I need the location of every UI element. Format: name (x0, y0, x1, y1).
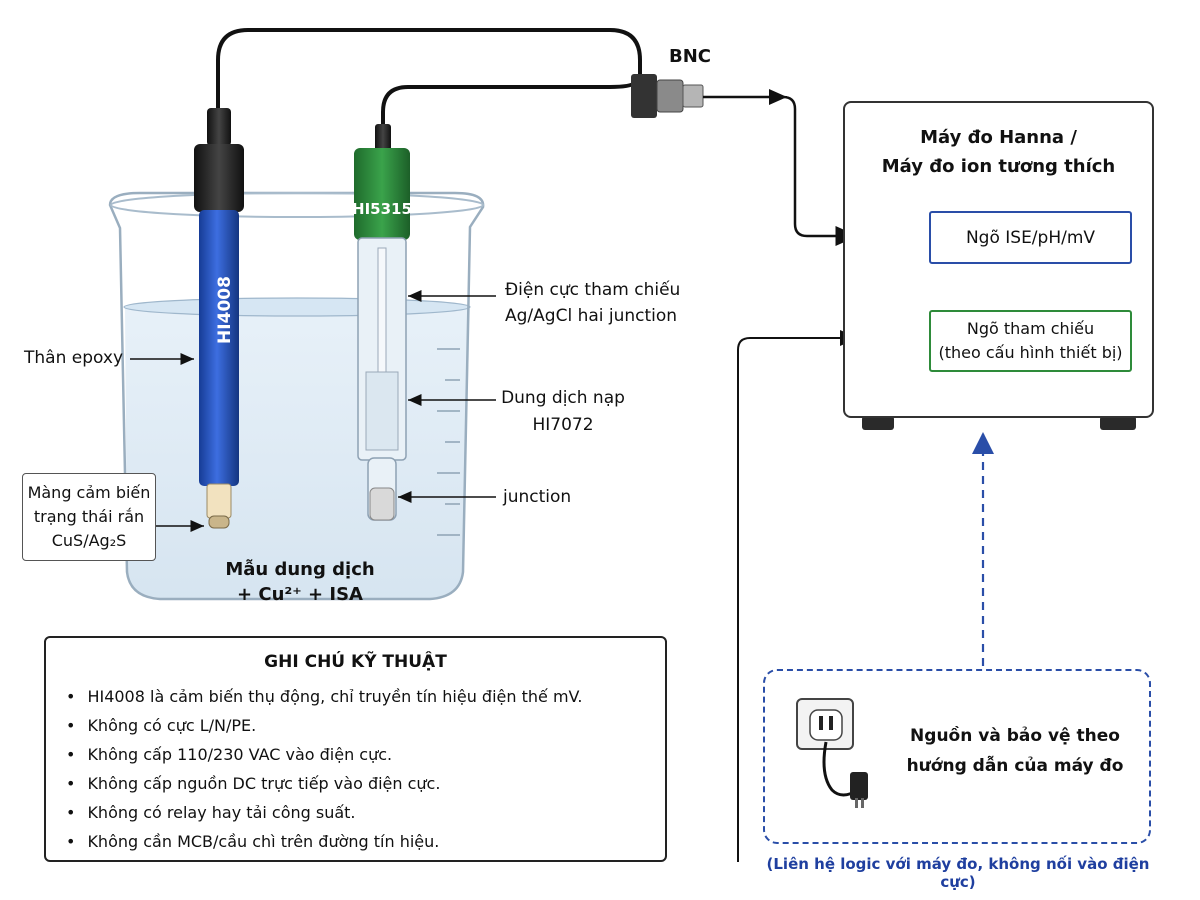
membrane-line1: Màng cảm biến (27, 483, 151, 502)
power-outlet-icon (796, 698, 868, 808)
fill-solution-label: Dung dịch nạp HI7072 (498, 385, 628, 439)
junction-label: junction (503, 487, 572, 507)
power-note: (Liên hệ logic với máy đo, không nối vào… (766, 855, 1150, 891)
fill-solution-line2: HI7072 (532, 415, 594, 435)
notes-list: HI4008 là cảm biến thụ động, chỉ truyền … (66, 682, 583, 856)
technical-notes-box: GHI CHÚ KỸ THUẬT HI4008 là cảm biến thụ … (44, 636, 667, 862)
power-text: Nguồn và bảo vệ theo hướng dẫn của máy đ… (905, 721, 1125, 781)
bnc-connector (631, 74, 704, 118)
sample-label: Mẫu dung dịch + Cu²⁺ + ISA (170, 557, 430, 607)
note-item: Không có relay hay tải công suất. (66, 798, 583, 827)
sample-line1: Mẫu dung dịch (225, 559, 375, 580)
ref-input-line2: (theo cấu hình thiết bị) (938, 343, 1123, 362)
membrane-line3: CuS/Ag₂S (51, 531, 127, 550)
ise-probe-label: HI4008 (215, 276, 235, 344)
meter-box: Máy đo Hanna / Máy đo ion tương thích (843, 101, 1154, 418)
ise-input-box: Ngõ ISE/pH/mV (929, 211, 1132, 264)
ref-cable (381, 80, 638, 126)
meter-title-line1: Máy đo Hanna / (920, 127, 1077, 148)
meter-title: Máy đo Hanna / Máy đo ion tương thích (845, 123, 1152, 181)
note-item: Không cấp 110/230 VAC vào điện cực. (66, 740, 583, 769)
membrane-box: Màng cảm biến trạng thái rắn CuS/Ag₂S (22, 473, 156, 561)
ise-input-label: Ngõ ISE/pH/mV (965, 227, 1096, 248)
fill-solution-line1: Dung dịch nạp (501, 388, 625, 408)
ref-electrode-label: Điện cực tham chiếu Ag/AgCl hai junction (505, 277, 680, 329)
ise-cable (216, 28, 642, 112)
ref-electrode-line1: Điện cực tham chiếu (505, 280, 681, 300)
power-text-line1: Nguồn và bảo vệ theo (910, 726, 1120, 746)
epoxy-body-label: Thân epoxy (24, 348, 124, 368)
sample-line2: + Cu²⁺ + ISA (237, 584, 363, 605)
bnc-label: BNC (669, 46, 711, 67)
membrane-line2: trạng thái rắn (33, 507, 145, 526)
notes-title: GHI CHÚ KỸ THUẬT (264, 652, 447, 672)
ise-probe (194, 108, 244, 529)
beaker (108, 191, 485, 601)
ref-input-line1: Ngõ tham chiếu (966, 319, 1095, 338)
meter-title-line2: Máy đo ion tương thích (881, 156, 1116, 177)
power-box: Nguồn và bảo vệ theo hướng dẫn của máy đ… (763, 669, 1151, 844)
ref-electrode-line2: Ag/AgCl hai junction (505, 306, 678, 326)
note-item: HI4008 là cảm biến thụ động, chỉ truyền … (66, 682, 582, 711)
note-item: Không cần MCB/cầu chì trên đường tín hiệ… (66, 827, 583, 856)
ref-probe (354, 124, 410, 521)
note-item: Không cấp nguồn DC trực tiếp vào điện cự… (66, 769, 583, 798)
power-text-line2: hướng dẫn của máy đo (906, 756, 1124, 776)
note-item: Không có cực L/N/PE. (66, 711, 583, 740)
ref-probe-label: HI5315 (352, 200, 412, 218)
ref-input-box: Ngõ tham chiếu (theo cấu hình thiết bị) (929, 310, 1132, 372)
